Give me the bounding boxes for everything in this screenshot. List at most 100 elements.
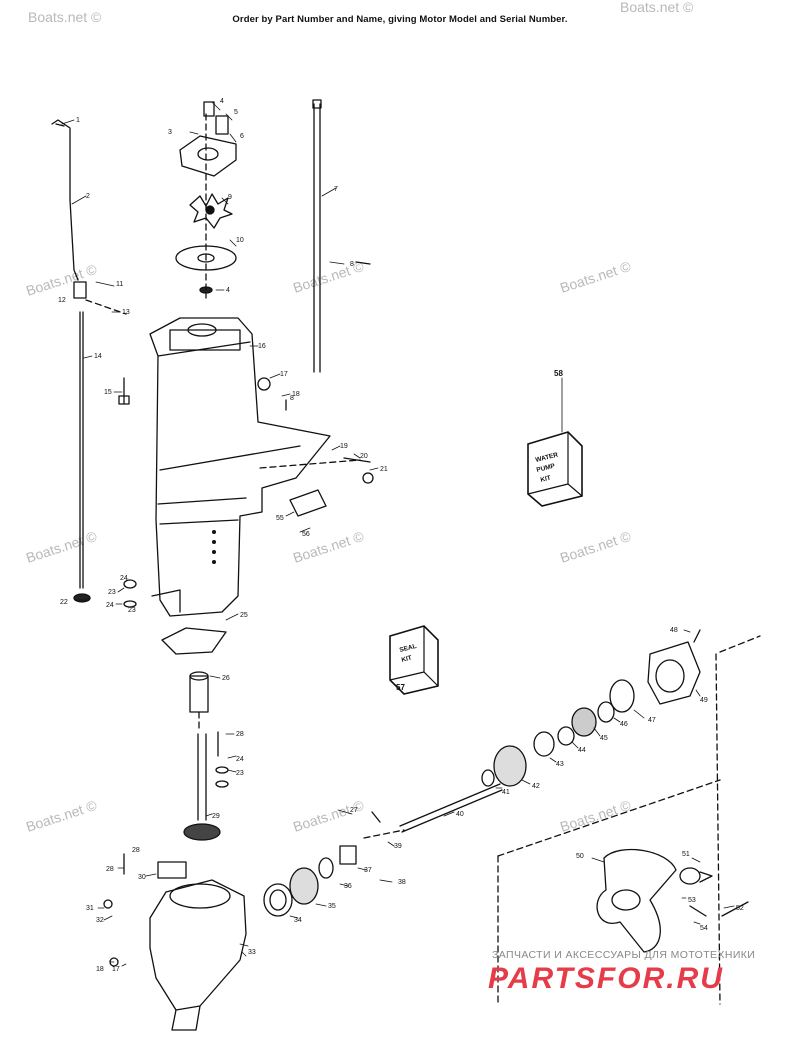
callout-24-pin: 24 [120, 575, 128, 582]
propeller-shaft [399, 783, 501, 827]
bushing-43 [533, 731, 555, 757]
callout-4: 4 [220, 98, 224, 105]
watermark: Boats.net © [558, 528, 633, 566]
callout-47: 47 [648, 717, 656, 724]
callout-17-lower: 17 [112, 966, 120, 973]
kit-label-line: PUMP [536, 462, 557, 473]
callout-33: 33 [248, 949, 256, 956]
watermark: Boats.net © [24, 261, 99, 299]
callout-30: 30 [138, 874, 146, 881]
gearcase-housing [149, 317, 331, 617]
callout-23-pin: 23 [128, 607, 136, 614]
bearing-46 [597, 701, 615, 723]
callout-49: 49 [700, 697, 708, 704]
bushing [73, 593, 91, 603]
watermark: Boats.net © [291, 797, 366, 835]
forward-gear [493, 745, 527, 787]
brand-tagline: ЗАПЧАСТИ И АКСЕССУАРЫ ДЛЯ МОТОТЕХНИКИ [492, 949, 755, 961]
callout-10: 10 [236, 237, 244, 244]
thrust-washer [557, 726, 575, 746]
callout-48: 48 [670, 627, 678, 634]
callout-20: 20 [360, 453, 368, 460]
callout-51: 51 [682, 851, 690, 858]
callout-8-lower: 8 [290, 395, 294, 402]
callout-27: 27 [350, 807, 358, 814]
callout-6: 6 [240, 133, 244, 140]
prop-nut [679, 867, 701, 885]
o-ring-47 [609, 679, 635, 713]
callout-37: 37 [364, 867, 372, 874]
callout-18-lower: 18 [96, 966, 104, 973]
callout-34: 34 [294, 917, 302, 924]
callout-50: 50 [576, 853, 584, 860]
watermark: Boats.net © [24, 528, 99, 566]
callout-41: 41 [502, 789, 510, 796]
callout-40: 40 [456, 811, 464, 818]
kit-label-line: SEAL [399, 643, 418, 654]
callout-44: 44 [578, 747, 586, 754]
callout-15: 15 [104, 389, 112, 396]
callout-35: 35 [328, 903, 336, 910]
lower-gearcase [149, 879, 247, 1011]
callout-21: 21 [380, 466, 388, 473]
callout-36: 36 [344, 883, 352, 890]
grommet [215, 115, 229, 135]
callout-45: 45 [600, 735, 608, 742]
callout-46: 46 [620, 721, 628, 728]
callout-7: 7 [334, 186, 338, 193]
watermark: Boats.net © [558, 797, 633, 835]
callout-52: 52 [736, 905, 744, 912]
callout-26: 26 [222, 675, 230, 682]
watermark: Boats.net © [24, 797, 99, 835]
callout-28: 28 [106, 866, 114, 873]
water-pump-tube [203, 101, 215, 117]
gasket [161, 627, 227, 655]
callout-56: 56 [302, 531, 310, 538]
callout-1: 1 [76, 117, 80, 124]
callout-2: 2 [86, 193, 90, 200]
callout-3: 3 [168, 129, 172, 136]
order-instructions: Order by Part Number and Name, giving Mo… [232, 14, 568, 25]
callout-9: 9 [228, 194, 232, 201]
watermark: Boats.net © [291, 258, 366, 296]
water-pump-kit-box: WATER PUMP KIT [527, 431, 583, 507]
driveshaft-bearing [183, 823, 221, 841]
callout-13: 13 [122, 309, 130, 316]
seal-kit-box: SEAL KIT [389, 625, 439, 695]
callout-57: 57 [396, 683, 405, 692]
callout-53: 53 [688, 897, 696, 904]
callout-31: 31 [86, 905, 94, 912]
callout-43: 43 [556, 761, 564, 768]
callout-4-lower: 4 [226, 287, 230, 294]
impeller [189, 193, 233, 229]
gear-bearing [263, 883, 293, 917]
shift-rod [51, 119, 79, 281]
watermark: Boats.net © [558, 258, 633, 296]
callout-23: 23 [108, 589, 116, 596]
callout-28-upper: 28 [236, 731, 244, 738]
callout-55: 55 [276, 515, 284, 522]
shift-rod-connector [73, 281, 87, 299]
callout-16: 16 [258, 343, 266, 350]
callout-42: 42 [532, 783, 540, 790]
pinion-gear [289, 867, 319, 905]
callout-29: 29 [212, 813, 220, 820]
watermark: Boats.net © [620, 0, 694, 15]
callout-54: 54 [700, 925, 708, 932]
callout-14: 14 [94, 353, 102, 360]
callout-18: 18 [292, 391, 300, 398]
callout-38: 38 [398, 879, 406, 886]
callout-8: 8 [350, 261, 354, 268]
callout-12: 12 [58, 297, 66, 304]
water-tube [189, 675, 209, 713]
callout-11: 11 [116, 281, 123, 288]
callout-17: 17 [280, 371, 288, 378]
callout-28-pin: 28 [132, 847, 140, 854]
callout-22: 22 [60, 599, 68, 606]
clutch-dog [339, 845, 357, 865]
site-branding: ЗАПЧАСТИ И АКСЕССУАРЫ ДЛЯ МОТОТЕХНИКИ PA… [488, 949, 755, 995]
callout-58: 58 [554, 369, 563, 378]
callout-24-lower: 24 [236, 756, 244, 763]
callout-24: 24 [106, 602, 114, 609]
